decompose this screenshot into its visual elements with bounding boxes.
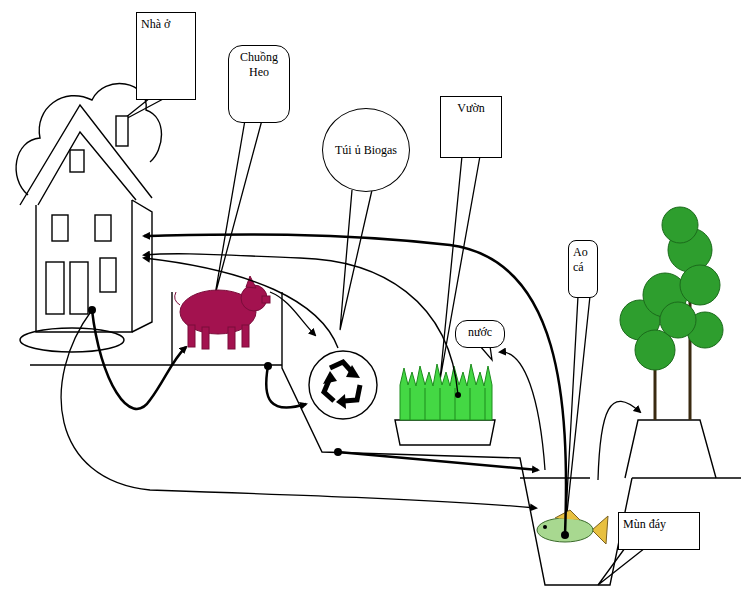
callout-tails — [120, 98, 645, 585]
house-drawing — [16, 84, 161, 352]
garden-callout: Vườn — [440, 96, 502, 158]
fish-drawing — [537, 510, 608, 544]
callout-text: nước — [460, 325, 500, 340]
house-callout: Nhà ở — [136, 12, 196, 100]
sludge-callout: Mùn đáy — [618, 512, 700, 550]
callout-text: Chuồng Heo — [233, 50, 285, 80]
biogas-drawing — [309, 351, 377, 419]
callout-text: Nhà ở — [141, 17, 191, 32]
pond-callout: Ao cá — [568, 240, 598, 298]
tree-drawing — [620, 207, 723, 420]
pigpen-callout: Chuồng Heo — [228, 45, 290, 123]
callout-text: Vườn — [445, 101, 497, 116]
callout-text: Ao cá — [573, 245, 593, 275]
flow-arrows — [61, 234, 640, 535]
callout-text: Túi ủ Biogas — [331, 143, 401, 158]
pig-drawing — [175, 276, 270, 349]
biogas-callout: Túi ủ Biogas — [322, 108, 410, 192]
garden-drawing — [400, 364, 492, 420]
ground-lines — [30, 292, 741, 585]
flow-dots — [88, 306, 569, 539]
callout-text: Mùn đáy — [623, 517, 695, 532]
water-callout: nước — [455, 320, 505, 348]
